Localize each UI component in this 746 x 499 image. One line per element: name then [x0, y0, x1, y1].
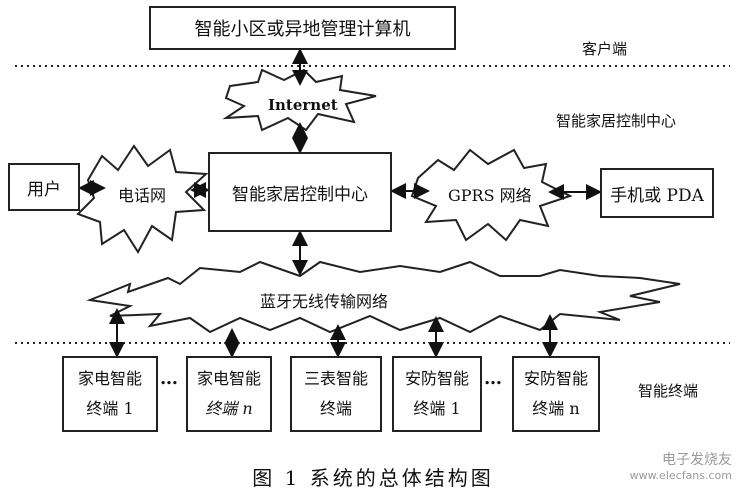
figure-caption: 图 1 系统的总体结构图	[252, 466, 494, 490]
terminal-box: 家电智能 终端 n	[186, 356, 272, 432]
watermark: 电子发烧友 www.elecfans.com	[630, 452, 732, 484]
internet-label: Internet	[268, 96, 338, 114]
control-center-label: 智能家居控制中心	[232, 184, 368, 205]
mobile-pda-box: 手机或 PDA	[600, 168, 714, 218]
watermark-brand: 电子发烧友	[662, 452, 732, 468]
bluetooth-label: 蓝牙无线传输网络	[260, 292, 389, 311]
management-computer-label: 智能小区或异地管理计算机	[194, 19, 411, 40]
zone-label-client: 客户端	[582, 40, 628, 58]
terminal-line2: 终端 1	[413, 399, 461, 418]
terminal-line1: 家电智能	[196, 369, 261, 388]
bluetooth-cloud-shape	[86, 260, 681, 334]
ellipsis: …	[484, 368, 502, 389]
terminal-box: 安防智能 终端 n	[512, 356, 600, 432]
user-box: 用户	[8, 163, 80, 211]
zone-label-terminal: 智能终端	[638, 382, 699, 400]
terminal-line2: 终端 n	[205, 399, 253, 418]
ellipsis: …	[160, 368, 178, 389]
management-computer-box: 智能小区或异地管理计算机	[149, 6, 456, 50]
mobile-pda-label: 手机或 PDA	[610, 185, 704, 206]
phone-net-cloud-shape	[76, 144, 209, 254]
terminal-line1: 安防智能	[404, 369, 469, 388]
watermark-url: www.elecfans.com	[629, 469, 732, 482]
terminal-line1: 安防智能	[523, 369, 588, 388]
terminal-line2: 终端 1	[86, 399, 134, 418]
terminal-box: 三表智能 终端	[290, 356, 382, 432]
terminal-line2: 终端 n	[532, 399, 580, 418]
control-center-box: 智能家居控制中心	[208, 152, 392, 232]
user-label: 用户	[27, 179, 61, 200]
zone-label-control: 智能家居控制中心	[556, 112, 677, 130]
gprs-label: GPRS 网络	[448, 186, 532, 205]
terminal-line1: 家电智能	[77, 369, 142, 388]
phone-net-label: 电话网	[118, 186, 167, 205]
terminal-line2: 终端	[319, 399, 352, 418]
terminal-line1: 三表智能	[303, 369, 368, 388]
terminal-box: 安防智能 终端 1	[392, 356, 482, 432]
internet-cloud-shape	[222, 68, 377, 132]
gprs-cloud-shape	[410, 148, 573, 242]
terminal-box: 家电智能 终端 1	[62, 356, 158, 432]
